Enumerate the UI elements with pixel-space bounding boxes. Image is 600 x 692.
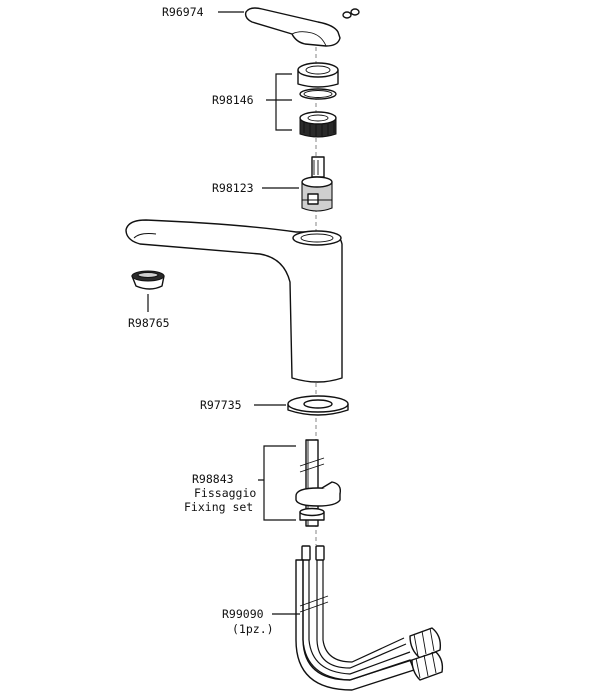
label-cartridge-seal-set: R98146 <box>212 93 254 107</box>
bracket-seal-set <box>266 73 292 131</box>
label-cartridge: R98123 <box>212 181 254 195</box>
fixing-set-part[interactable] <box>295 439 342 527</box>
base-ring-part[interactable] <box>287 395 349 416</box>
label-hoses-code: R99090 <box>222 607 264 621</box>
label-handle: R96974 <box>162 5 204 19</box>
label-base-ring: R97735 <box>200 398 242 412</box>
label-fixing-en: Fixing set <box>184 500 253 514</box>
cartridge-cover-part[interactable] <box>297 62 339 100</box>
label-fixing-it: Fissaggio <box>194 486 256 500</box>
label-hoses-qty: (1pz.) <box>232 622 274 636</box>
flexible-hoses-part[interactable] <box>295 545 444 691</box>
aerator-part[interactable] <box>131 270 165 290</box>
cartridge-part[interactable] <box>301 156 333 212</box>
label-fixing-code: R98843 <box>192 472 234 486</box>
label-aerator: R98765 <box>128 316 170 330</box>
handle-part[interactable] <box>244 7 360 47</box>
faucet-body-part[interactable] <box>125 219 343 383</box>
bracket-fixing-set <box>258 445 296 521</box>
cartridge-nut-part[interactable] <box>299 111 337 138</box>
